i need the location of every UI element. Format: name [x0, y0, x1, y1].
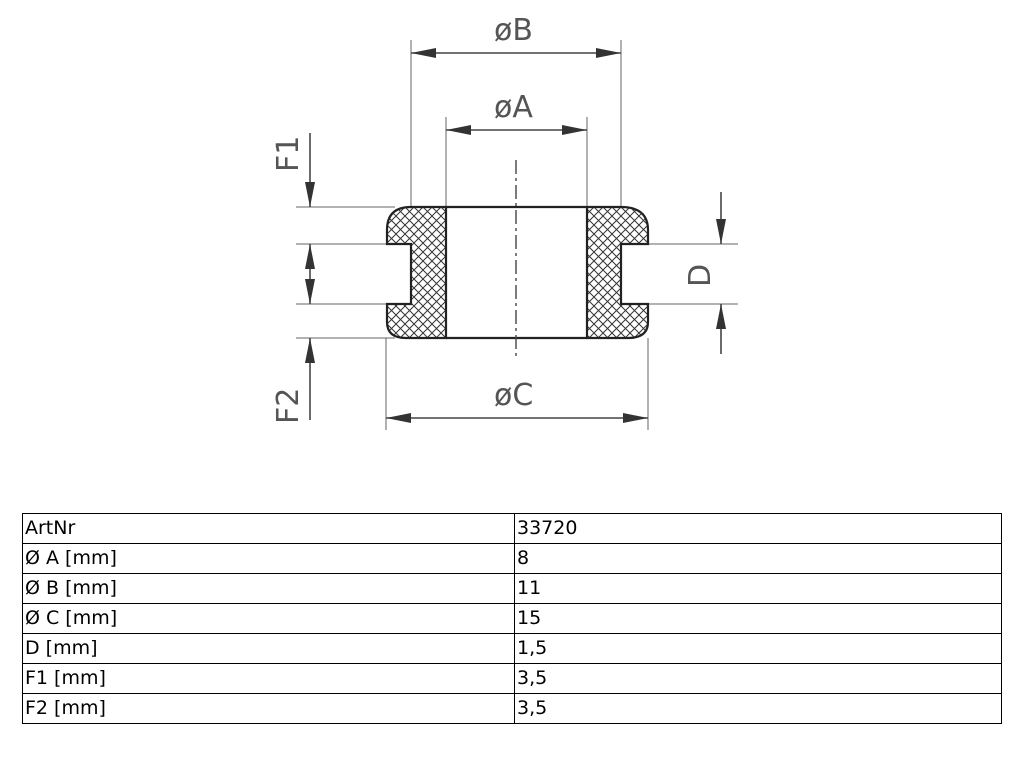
row-value: 15: [514, 603, 1002, 634]
dimension-groove-left: [305, 244, 315, 304]
row-value: 3,5: [514, 663, 1002, 694]
grommet-cross-section: [385, 160, 650, 360]
row-value: 11: [514, 573, 1002, 604]
right-section: [585, 205, 650, 340]
dimension-f2: F2: [271, 338, 315, 424]
label-f2: F2: [271, 388, 306, 424]
table-row: ArtNr 33720: [22, 513, 1002, 544]
table-row: Ø B [mm] 11: [22, 573, 1002, 604]
label-f1: F1: [271, 136, 306, 172]
table-row: F2 [mm] 3,5: [22, 693, 1002, 724]
label-c: øC: [494, 378, 533, 413]
row-value: 8: [514, 543, 1002, 574]
label-d: D: [683, 264, 718, 287]
row-value: 3,5: [514, 693, 1002, 724]
left-section: [385, 205, 448, 340]
row-label: ArtNr: [22, 513, 515, 544]
row-label: Ø B [mm]: [22, 573, 515, 604]
table-row: D [mm] 1,5: [22, 633, 1002, 664]
table-row: Ø C [mm] 15: [22, 603, 1002, 634]
table-row: Ø A [mm] 8: [22, 543, 1002, 574]
spec-table: ArtNr 33720 Ø A [mm] 8 Ø B [mm] 11 Ø C […: [22, 513, 1002, 724]
grommet-drawing: øB øA øC F1 F2 D: [271, 13, 738, 430]
label-b: øB: [494, 13, 533, 48]
row-label: Ø A [mm]: [22, 543, 515, 574]
table-row: F1 [mm] 3,5: [22, 663, 1002, 694]
row-value: 1,5: [514, 633, 1002, 664]
row-label: Ø C [mm]: [22, 603, 515, 634]
row-label: F2 [mm]: [22, 693, 515, 724]
dimension-f1: F1: [271, 133, 315, 207]
row-value: 33720: [514, 513, 1002, 544]
dimension-d: D: [683, 192, 726, 354]
row-label: F1 [mm]: [22, 663, 515, 694]
row-label: D [mm]: [22, 633, 515, 664]
dimension-c: øC: [386, 378, 648, 423]
label-a: øA: [494, 90, 533, 125]
dimension-b: øB: [411, 13, 621, 58]
dimension-a: øA: [446, 90, 587, 135]
